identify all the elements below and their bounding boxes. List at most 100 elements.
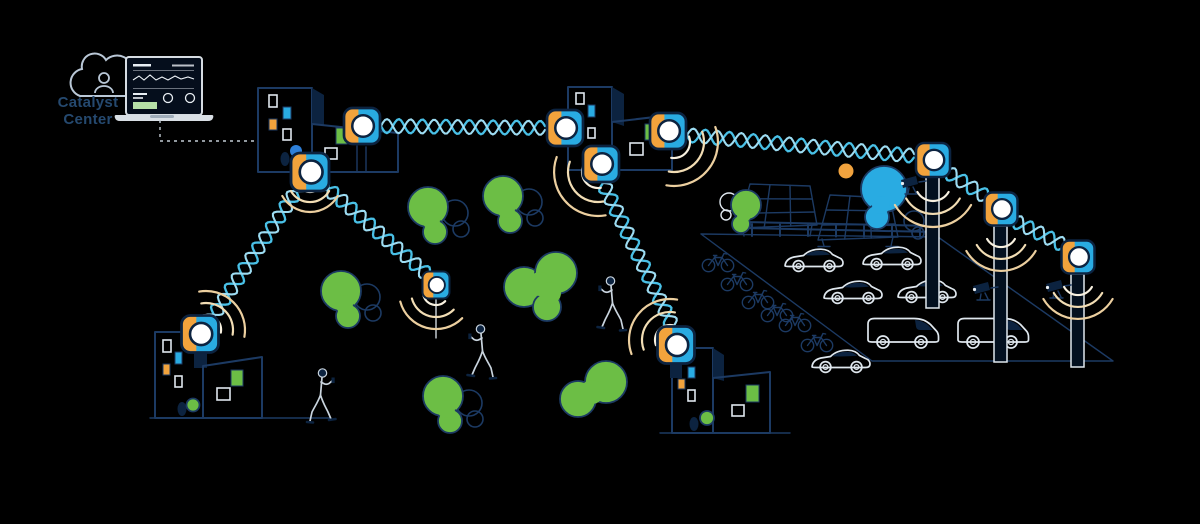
green-tree (422, 375, 464, 434)
building-roof-face (312, 88, 324, 126)
building-roof-face (612, 87, 624, 126)
ap-building-middle-right-icon (648, 111, 688, 151)
ap-pedestal (670, 362, 682, 378)
light-pole-3 (1070, 273, 1085, 368)
orange-ball (838, 163, 854, 179)
green-tree (320, 270, 362, 329)
gauge-icon (184, 92, 196, 104)
window (268, 94, 278, 108)
wifi-pole-3-signal-icon (1042, 285, 1114, 321)
green-tree-cluster (503, 251, 578, 322)
window-cyan (687, 366, 696, 379)
window-orange (268, 118, 278, 131)
security-camera-icon (972, 282, 999, 301)
wifi-middle-right-signal-icon (665, 125, 720, 187)
blue-tree (860, 165, 925, 240)
window (731, 404, 745, 417)
green-tree-pair (559, 360, 628, 418)
tree-outline-companion (353, 188, 544, 428)
link-pole-2-to-pole-3 (1011, 215, 1067, 251)
parked-vehicles (784, 246, 1030, 374)
ap-building-middle-left-icon (545, 108, 585, 148)
link-middle-to-bottom-right (598, 181, 678, 329)
van (867, 317, 940, 349)
ap-pedestal (194, 351, 207, 368)
building-roof-face (713, 348, 724, 381)
dark-shrub (177, 402, 187, 416)
dashboard-screen-content (132, 64, 196, 109)
wifi-pole-2-signal-icon (965, 237, 1037, 273)
car (823, 280, 883, 305)
building-annex (202, 356, 263, 419)
catalyst-center-cluster: Catalyst Center (58, 52, 257, 142)
person-walking-with-phone (466, 323, 498, 380)
sparkline-chart (132, 74, 195, 81)
green-tree (407, 186, 449, 245)
wifi-field-pole-signal-icon (399, 294, 464, 331)
management-laptop (114, 56, 214, 121)
security-camera-icon (900, 176, 927, 195)
ap-light-pole-3-icon (1060, 239, 1096, 275)
bicycle-rack (701, 252, 834, 353)
window-cyan (282, 106, 292, 120)
window (162, 339, 172, 353)
ap-building-top-left-base-icon (289, 151, 331, 193)
bicycle (800, 332, 834, 353)
green-status-block (133, 102, 157, 109)
window-green (230, 369, 244, 387)
fence-rail (743, 221, 935, 238)
ap-light-pole-2-icon (983, 191, 1019, 227)
building-bottom-left (149, 331, 331, 419)
gauge-icon (162, 92, 174, 104)
ap-building-bottom-left-icon (180, 314, 220, 354)
bicycle (760, 302, 794, 323)
light-pole-1 (925, 176, 940, 309)
bicycle (701, 252, 735, 273)
security-camera-icon (1045, 280, 1072, 299)
window (687, 389, 696, 402)
green-tree (482, 175, 524, 234)
window (587, 127, 596, 139)
car (784, 248, 844, 273)
light-poles (435, 176, 1085, 368)
bicycle (778, 312, 812, 333)
green-shrub (185, 397, 201, 413)
link-middle-to-pole-1 (685, 127, 916, 164)
ap-building-middle-bottom-icon (581, 144, 621, 184)
building-annex (712, 371, 771, 434)
window-green (745, 384, 760, 403)
window-orange (677, 378, 686, 390)
window-cyan (174, 351, 183, 365)
bicycle (720, 271, 754, 292)
window (629, 142, 644, 156)
car (862, 246, 922, 271)
ap-field-pole-icon (421, 270, 451, 300)
window-cyan (587, 104, 596, 118)
ap-building-bottom-right-icon (656, 325, 696, 365)
catalyst-center-label-line1: Catalyst (58, 94, 119, 111)
link-base-to-bottom-left (203, 179, 307, 327)
dark-shrub (689, 417, 699, 431)
link-top-left-to-middle (379, 117, 547, 136)
trees (320, 165, 925, 434)
window (282, 128, 292, 141)
window (216, 387, 231, 401)
person-walking-with-phone (596, 275, 628, 332)
window-orange (162, 363, 171, 376)
mesh-network-layer (180, 106, 1114, 365)
ap-light-pole-1-icon (914, 141, 952, 179)
building-bottom-right (659, 347, 791, 434)
bicycle (741, 289, 775, 310)
ap-building-top-left-wall-icon (342, 106, 382, 146)
green-tree-small (730, 189, 762, 234)
window (575, 92, 585, 105)
link-pole-1-to-pole-2 (944, 167, 990, 202)
wifi-pole-1-signal-icon (893, 190, 973, 229)
catalyst-center-label-line2: Center (63, 111, 112, 128)
dark-shrub (280, 152, 290, 166)
admin-user-icon (98, 72, 110, 84)
management-link-dotted-line (159, 120, 257, 142)
window (174, 375, 183, 388)
person-walking-with-phone (305, 367, 337, 424)
